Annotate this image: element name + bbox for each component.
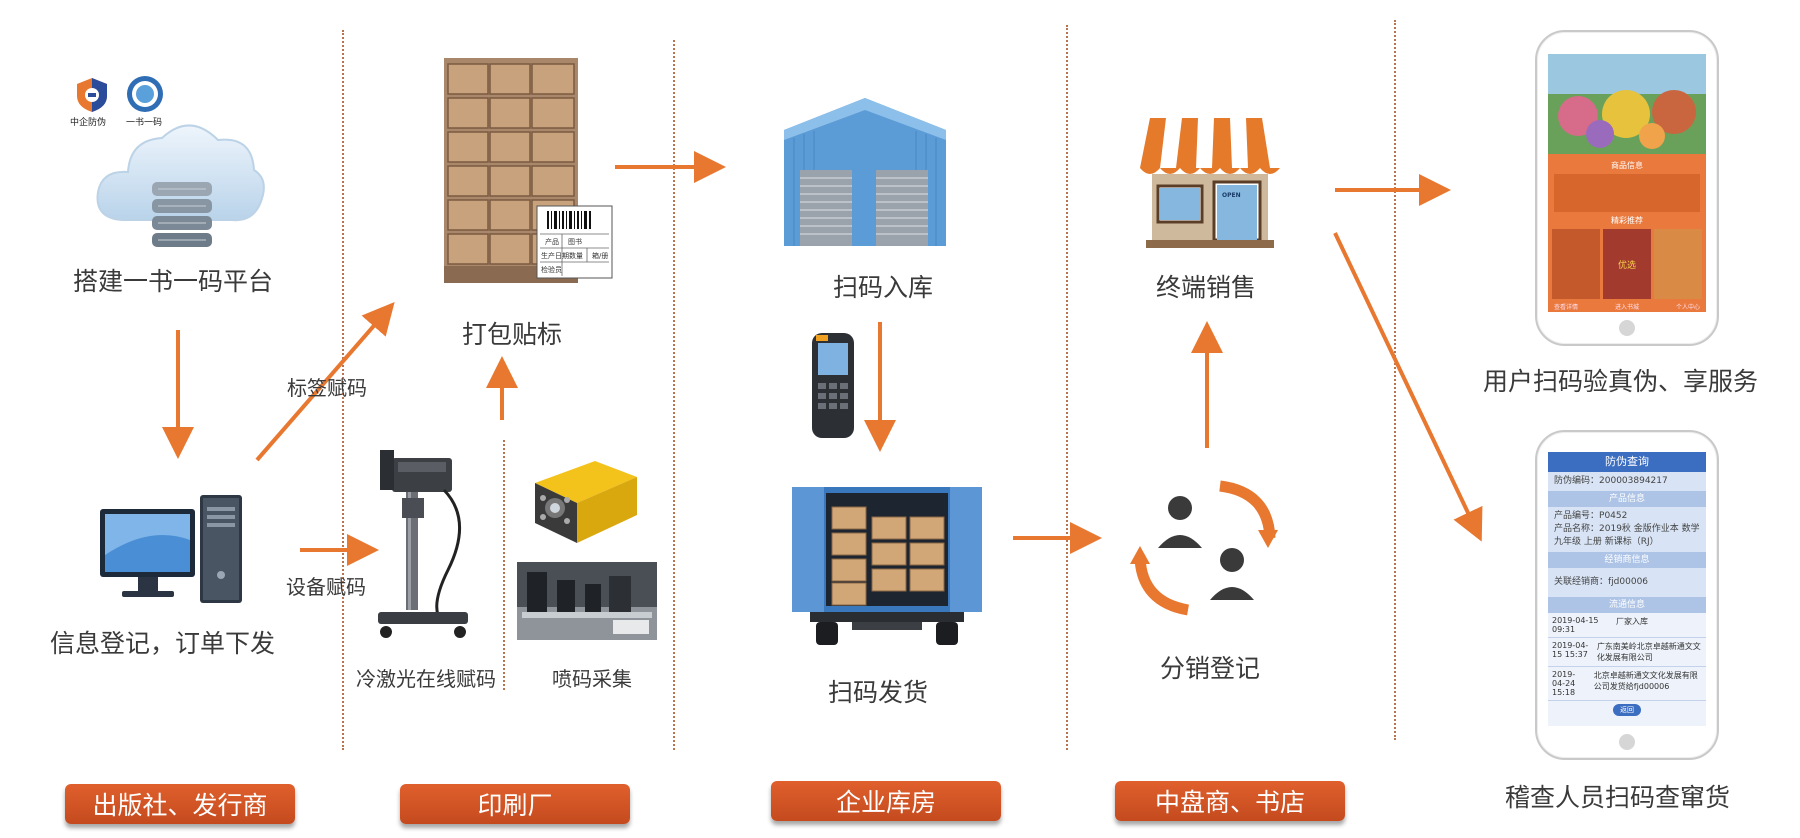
phone-consumer-screen: 商品信息 精彩推荐 优选 查看详情 进入书城 个人中心 [1548,54,1706,312]
product-name-label: 产品名称： [1554,524,1600,534]
category-printing-factory: 印刷厂 [400,784,630,824]
delivery-truck-icon [792,487,982,645]
back-button[interactable]: 返回 [1613,704,1641,716]
separator-1 [342,30,344,750]
store-sign: OPEN [1222,192,1241,199]
footer-mid[interactable]: 进入书城 [1614,304,1639,311]
product-section-header: 产品信息 [1548,491,1706,507]
flow-event: 北京卓越新通文文化发展有限公司发货给fjd00006 [1593,671,1698,691]
step-distribution-label: 分销登记 [1160,654,1261,683]
dealer-row: 关联经销商：fjd00006 [1548,568,1706,597]
separator-4 [1394,20,1396,740]
book-thumb-text: 优选 [1617,260,1636,271]
dealer-value: fjd00006 [1608,577,1649,587]
computer-icon [100,495,242,603]
phone-consumer-books: 优选 [1552,229,1702,299]
laser-marker-icon [378,450,468,638]
separator-inner [503,440,505,690]
inkjet-line-icon [517,562,657,640]
phone-consumer-footer: 查看详情 进入书城 个人中心 [1548,302,1706,311]
product-info: 产品编号：P0452 产品名称：2019秋 金版作业本 数学 九年级 上册 新课… [1548,507,1706,552]
code-label: 防伪编码： [1554,476,1600,486]
phone-home-button[interactable] [1619,734,1635,750]
arrow-label-code [255,301,395,462]
logo-emblem-icon [127,76,163,112]
cloud-database-icon [96,124,265,247]
step-inkjet-label: 喷码采集 [552,667,632,691]
dealer-label: 关联经销商： [1554,577,1609,587]
distribution-cycle-icon [1130,480,1278,616]
category-distributor-store: 中盘商、书店 [1115,781,1345,821]
step-pack-label: 打包贴标 [462,320,563,349]
book-thumb[interactable]: 优选 [1603,229,1651,299]
packed-cartons-icon [444,58,613,283]
store-icon [1140,118,1280,248]
book-thumb[interactable] [1552,229,1600,299]
logo-left-caption: 中企防伪 [70,118,107,128]
flow-event: 厂家入库 [1616,617,1648,626]
label-sheet-carton: 箱/册 [592,252,609,260]
warehouse-icon [784,98,946,246]
flow-time: 2019-04-24 15:18 [1552,670,1576,697]
phone-consumer: 商品信息 精彩推荐 优选 查看详情 进入书城 个人中心 [1535,30,1719,346]
flow-row: 2019-04-24 15:18 北京卓越新通文文化发展有限公司发货给fjd000… [1548,667,1706,701]
label-sheet-product: 产品 [545,238,559,246]
phone-consumer-section2: 精彩推荐 [1611,216,1643,225]
separator-2 [673,40,675,750]
phone-inspector-screen: 防伪查询 防伪编码：200003894217 产品信息 产品编号：P0452 产… [1548,452,1706,726]
flow-row: 2019-04-15 09:31 厂家入库 [1548,613,1706,638]
footer-right[interactable]: 个人中心 [1675,304,1700,311]
category-warehouse: 企业库房 [771,781,1001,821]
step-platform-label: 搭建一书一码平台 [73,267,274,296]
footer-left[interactable]: 查看详情 [1554,304,1579,311]
label-sheet-qty: 数量 [569,252,583,260]
flow-time: 2019-04-15 15:37 [1552,641,1589,659]
step-label-code-label: 标签赋码 [287,376,367,400]
product-no: P0452 [1599,511,1628,521]
step-inspector-label: 稽查人员扫码查窜货 [1505,783,1731,812]
label-sheet-date: 生产日期 [541,252,569,260]
separator-3 [1066,25,1068,750]
phone-consumer-section1: 商品信息 [1611,161,1643,170]
step-user-verify-label: 用户扫码验真伪、享服务 [1483,367,1759,396]
handheld-scanner-icon [812,333,854,438]
step-register-label: 信息登记，订单下发 [50,629,276,658]
step-scan-in-label: 扫码入库 [833,273,934,302]
logo-shield-icon [77,78,107,112]
phone-home-button[interactable] [1619,320,1635,336]
phone-consumer-hero-image [1548,54,1706,154]
step-retail-label: 终端销售 [1156,273,1257,302]
flow-row: 2019-04-15 15:37 广东南美岭北京卓越新通文文化发展有限公司 [1548,638,1706,667]
product-no-label: 产品编号： [1554,511,1600,521]
flow-section-header: 流通信息 [1548,597,1706,613]
phone-inspector: 防伪查询 防伪编码：200003894217 产品信息 产品编号：P0452 产… [1535,430,1719,760]
flow-time: 2019-04-15 09:31 [1552,616,1599,634]
scanner-camera-icon [535,461,637,543]
product-name: 2019秋 金版作业本 数学 九年级 上册 新课标（RJ） [1554,524,1700,547]
code-row: 防伪编码：200003894217 [1548,472,1706,491]
label-sheet-inspector: 检验员 [541,266,562,274]
logo-right-caption: 一书一码 [126,118,163,128]
step-device-code-label: 设备赋码 [286,575,366,599]
dealer-section-header: 经销商信息 [1548,552,1706,568]
phone-inspector-title: 防伪查询 [1548,452,1706,472]
code-value: 200003894217 [1599,476,1668,486]
category-publisher: 出版社、发行商 [65,784,295,824]
arrow-retail-diag [1333,232,1483,542]
label-sheet-name: 图书 [568,238,582,246]
step-scan-out-label: 扫码发货 [828,678,929,707]
flow-event: 广东南美岭北京卓越新通文文化发展有限公司 [1596,642,1701,662]
book-thumb[interactable] [1654,229,1702,299]
step-laser-label: 冷激光在线赋码 [356,667,496,691]
phone-consumer-text-block [1554,174,1700,212]
